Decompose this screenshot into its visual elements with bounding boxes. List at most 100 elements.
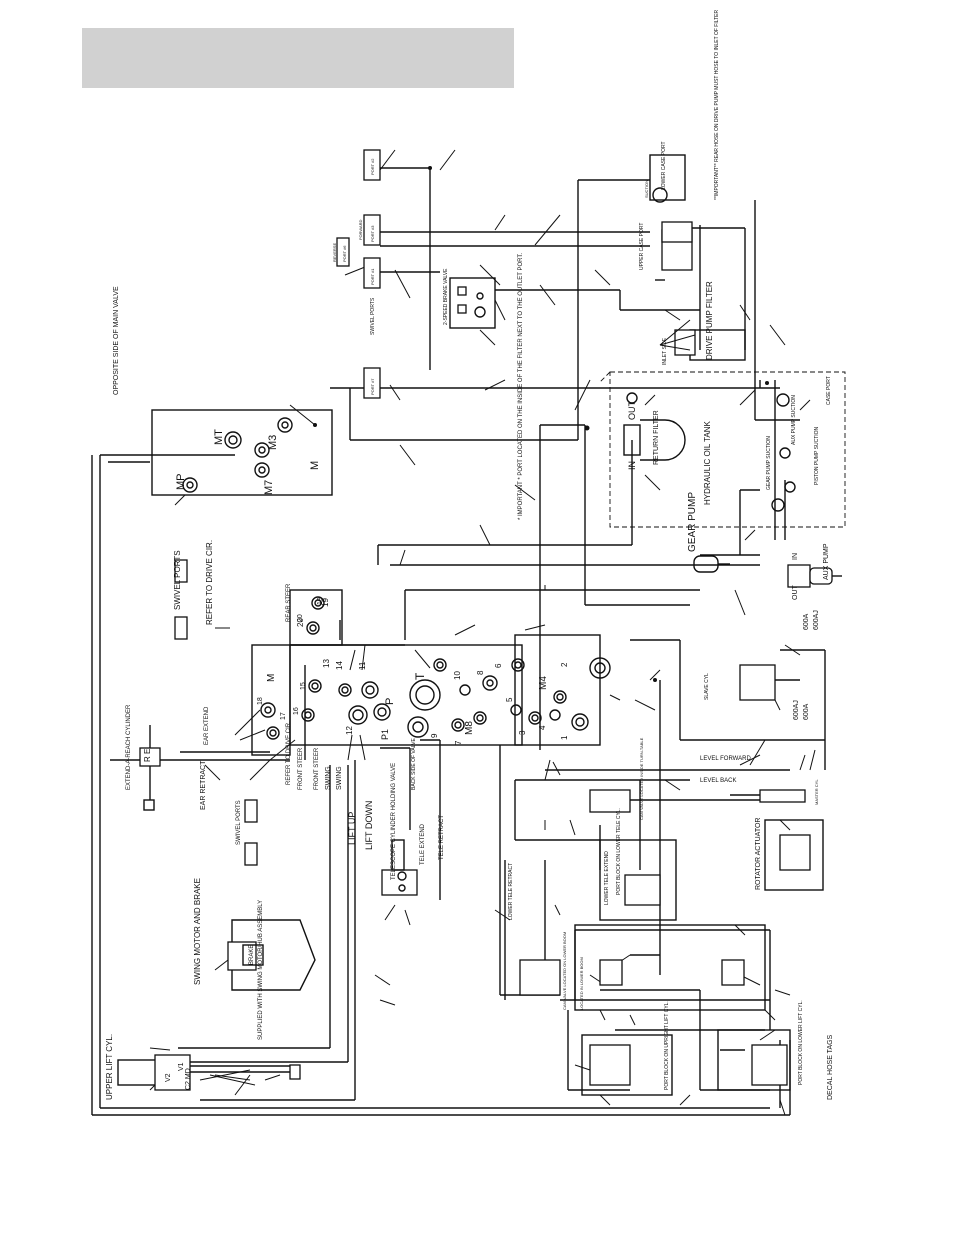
svg-text:5: 5: [505, 697, 514, 702]
svg-text:14: 14: [335, 661, 344, 670]
label-level-back: LEVEL BACK: [700, 778, 736, 784]
label-swivel-ports-top: SWIVEL PORTS: [370, 297, 376, 335]
label-port-1: PORT #1: [370, 268, 375, 285]
swivel-port-box: [244, 799, 258, 823]
label-refer-drive-b: REFER TO DRIVE CIR.: [286, 721, 292, 785]
label-port-2: PORT #2: [370, 158, 375, 175]
label-rear-hose-note: **IMPORTANT** REAR HOSE ON DRIVE PUMP MU…: [714, 9, 720, 200]
label-supplied-with: SUPPLIED WITH SWING MOTOR/HUB ASSEMBLY: [258, 900, 264, 1040]
label-tele-extend: TELE EXTEND: [420, 823, 426, 865]
svg-text:20: 20: [296, 618, 305, 627]
label-hyd-tank: HYDRAULIC OIL TANK: [703, 420, 712, 505]
svg-text:V2: V2: [165, 1073, 172, 1082]
label-gear-suction: GEAR PUMP SUCTION: [766, 436, 772, 490]
label-swing-b: SWING: [336, 766, 343, 790]
label-level-forward: LEVEL FORWARD: [700, 756, 751, 762]
label-lower-case-port: LOWER CASE PORT: [661, 141, 667, 190]
label-port-7: PORT #7: [370, 378, 375, 395]
svg-text:P: P: [384, 698, 396, 705]
svg-text:6: 6: [494, 663, 503, 668]
label-important-port: * IMPORTANT * PORT LOCATED ON THE INSIDE…: [518, 253, 524, 520]
svg-text:V1: V1: [178, 1062, 185, 1071]
label-aux-suction: AUX PUMP SUCTION: [791, 395, 797, 445]
svg-text:10: 10: [453, 671, 462, 680]
label-located-lower: LOCATED IN LOWER BOOM: [579, 957, 584, 1010]
label-suction: SUCTION: [644, 180, 649, 198]
svg-text:9: 9: [430, 733, 439, 738]
label-pump-in: IN: [792, 553, 799, 560]
upper-lift-cylinder: V2 V1 C2 MD: [117, 1054, 301, 1091]
label-ear-extend: EAR EXTEND: [204, 706, 210, 745]
label-lift-down: LIFT DOWN: [364, 801, 374, 850]
label-out: OUT: [627, 401, 637, 421]
label-case-port: CASE PORT: [826, 376, 832, 405]
svg-text:15: 15: [300, 682, 307, 690]
label-model-aj2: 600AJ: [793, 700, 800, 720]
svg-text:MT: MT: [213, 429, 225, 445]
label-brake-valve: 2-SPEED BRAKE VALVE: [443, 268, 449, 325]
svg-text:M: M: [266, 674, 277, 682]
label-ear-retract: EAR RETRACT: [200, 760, 207, 810]
svg-text:4: 4: [538, 725, 547, 730]
svg-text:M: M: [309, 461, 321, 470]
label-forward: FORWARD: [358, 219, 363, 240]
label-upper-case-port: UPPER CASE PORT: [639, 223, 645, 270]
label-in: IN: [627, 461, 637, 470]
label-tele-retract: TELE RETRACT: [439, 815, 445, 860]
svg-text:8: 8: [476, 670, 485, 675]
label-drive-pump-filter: DRIVE PUMP FILTER: [705, 281, 714, 360]
swivel-port-boxes: [336, 149, 381, 399]
label-decal-hose-tags: DECAL HOSE TAGS: [827, 1034, 834, 1100]
label-telescope-cyl: TELESCOPE CYLINDER HOLDING VALVE: [391, 763, 397, 880]
svg-text:19: 19: [317, 597, 324, 605]
label-swing-a: SWING: [325, 766, 332, 790]
svg-text:11: 11: [358, 661, 367, 670]
svg-text:C2 MD: C2 MD: [185, 1068, 192, 1090]
main-valve: [289, 634, 611, 746]
label-model-aj: 600AJ: [813, 610, 820, 630]
header-box: [82, 28, 514, 88]
opposite-side-block: [151, 409, 333, 496]
hydraulic-oil-tank: [599, 371, 846, 528]
svg-text:P1: P1: [380, 729, 390, 740]
svg-text:M8: M8: [464, 721, 475, 735]
extend-a-reach-cylinder: R E: [139, 725, 161, 811]
label-aux-pump: AUX PUMP: [823, 543, 830, 580]
label-swivel-ports-b: SWIVEL PORTS: [236, 800, 242, 845]
label-lower-tele-retract: LOWER TELE RETRACT: [508, 863, 514, 920]
label-reverse: REVERSE: [332, 243, 337, 262]
label-slave-cyl: SLAVE CYL: [704, 673, 710, 700]
swivel-port-box: [244, 842, 258, 866]
diagram-labels: UPPER LIFT CYL. SWING MOTOR AND BRAKE SU…: [105, 9, 834, 1100]
brake-valve: [449, 277, 496, 329]
label-lower-tele-extend: LOWER TELE EXTEND: [604, 851, 610, 905]
label-front-steer-c: FRONT STEER: [314, 747, 320, 790]
svg-text:1: 1: [560, 735, 569, 740]
label-return-filter: RETURN FILTER: [653, 410, 660, 465]
label-port-6: PORT #6: [342, 245, 347, 262]
svg-text:19: 19: [321, 598, 330, 607]
svg-text:M3: M3: [267, 435, 279, 450]
label-upper-lift-cyl: UPPER LIFT CYL.: [105, 1034, 114, 1100]
label-piston-suction: PISTON PUMP SUCTION: [814, 426, 820, 485]
junction-dots: [313, 166, 769, 682]
label-port-3: PORT #3: [370, 225, 375, 242]
svg-text:MP: MP: [175, 474, 187, 491]
label-refer-drive-a: REFER TO DRIVE CIR.: [205, 540, 214, 625]
label-pump-out: OUT: [792, 585, 799, 601]
label-rotator: ROTATOR ACTUATOR: [755, 818, 762, 890]
svg-text:M7: M7: [263, 480, 275, 495]
swivel-port-box: [174, 616, 188, 640]
label-port-block-tele: PORT BLOCK ON LOWER TELE CYL.: [616, 808, 622, 895]
svg-text:R E: R E: [143, 749, 152, 762]
svg-text:18: 18: [257, 697, 264, 705]
label-cam-valve-lower: CAM VALVE LOCATED ON LOWER BOOM: [562, 932, 567, 1010]
svg-text:16: 16: [293, 707, 300, 715]
label-gear-pump: GEAR PUMP: [687, 492, 698, 552]
label-model-a2: 600A: [803, 703, 810, 720]
drive-pump-filter: [649, 154, 746, 361]
label-lift-up: LIFT UP: [347, 812, 357, 845]
label-rear-steer: REAR STEER: [286, 583, 292, 622]
label-model-a: 600A: [803, 613, 810, 630]
